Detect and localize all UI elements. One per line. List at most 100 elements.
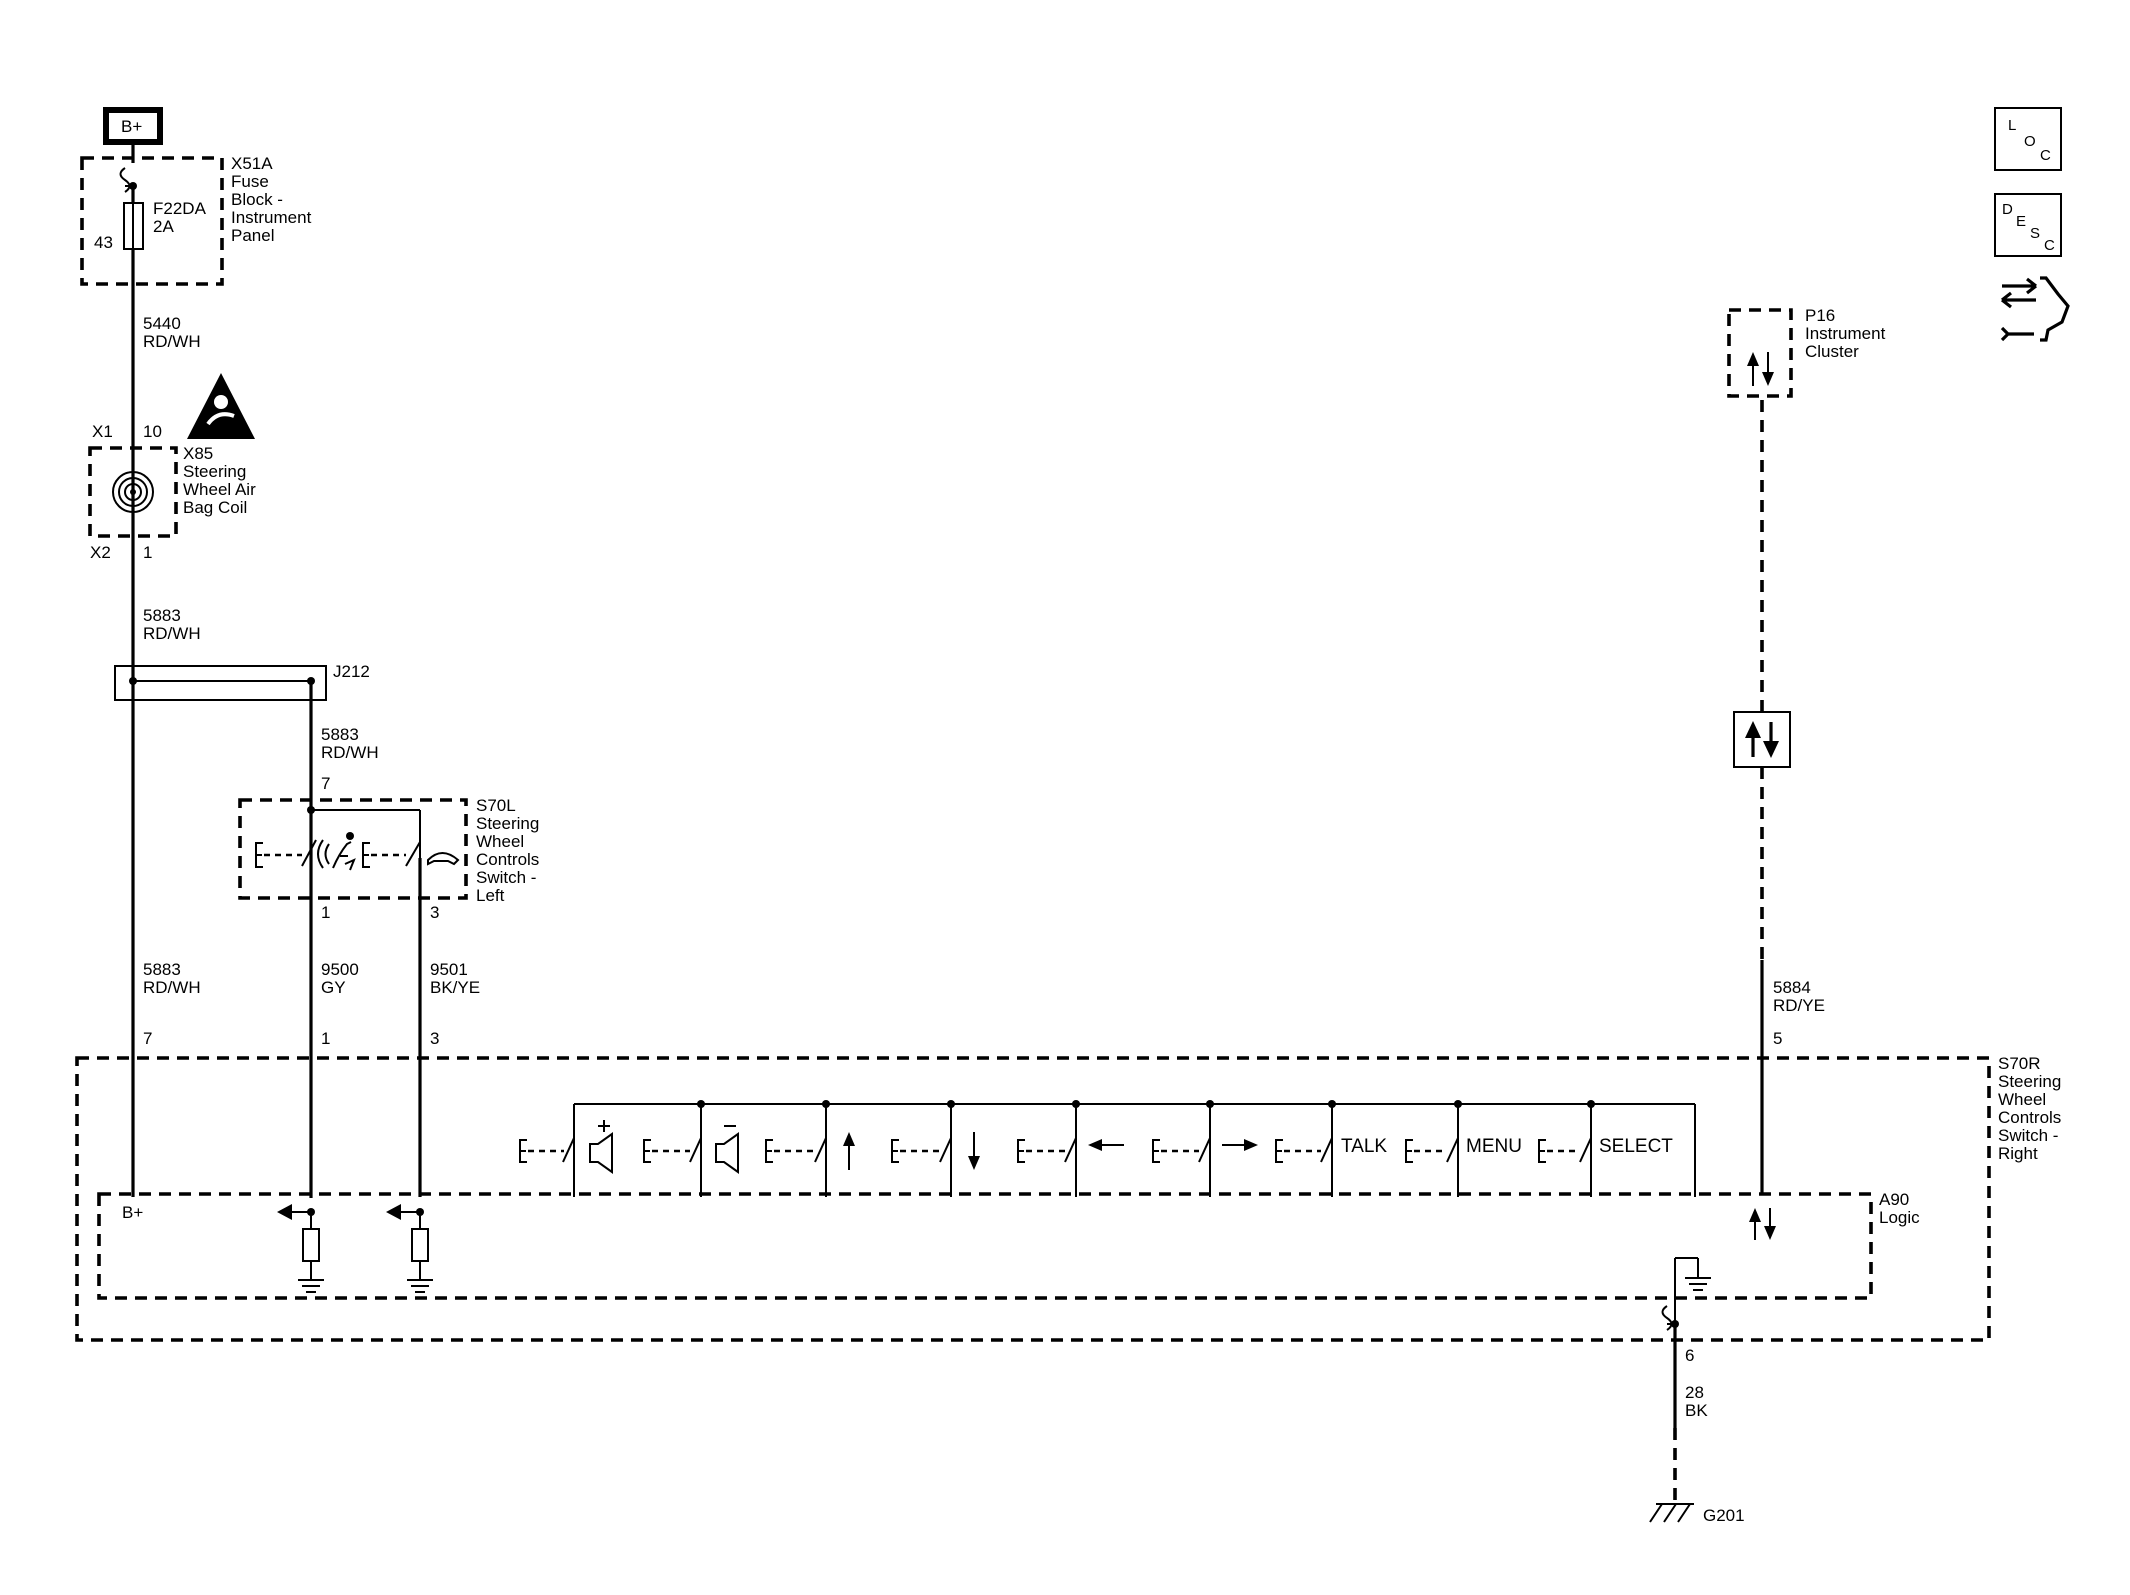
volume-down-icon [715,1125,739,1174]
left-switch-name-3: Controls [476,850,539,869]
arrow-up-button[interactable] [765,1100,855,1197]
desc-letter-2: E [2016,213,2026,230]
wire-5884-circuit: 5884 [1773,978,1811,997]
left-switch-name-4: Switch - [476,868,536,887]
left-switch-s70l[interactable] [238,798,468,900]
chassis-ground-icon [1685,1277,1711,1291]
ground-id: G201 [1703,1506,1745,1525]
logic-supply-label: B+ [122,1203,143,1222]
logic-id: A90 [1879,1190,1909,1209]
chassis-ground-icon [407,1279,433,1293]
desc-letter-4: C [2044,237,2055,254]
wire-5883-b-pin: 7 [321,774,330,793]
right-switch-name-2: Wheel [1998,1090,2046,1109]
right-switch-id: S70R [1998,1054,2041,1073]
location-icon[interactable]: L O C [1994,107,2062,171]
phone-hang-up-icon [427,852,460,866]
loc-letter-1: L [2008,117,2016,134]
wire-lower-1-color: RD/WH [143,978,201,997]
ground-color: BK [1685,1401,1708,1420]
splice-j212[interactable] [114,665,327,701]
talk-button[interactable]: TALK [1275,1100,1387,1197]
fuse-rating-label: 2A [153,217,174,236]
voice-recognition-icon [317,832,356,871]
wire-5884-pin: 5 [1773,1029,1782,1048]
battery-power-label: B+ [103,107,163,145]
left-switch-name-2: Wheel [476,832,524,851]
fuse-id-label: F22DA [153,199,207,218]
left-switch-name-5: Left [476,886,505,905]
cluster-id: P16 [1805,306,1835,325]
coil-conn-bottom: X2 [90,543,111,562]
menu-button[interactable]: MENU [1405,1100,1522,1197]
desc-letter-1: D [2002,201,2013,218]
select-label: SELECT [1599,1136,1673,1157]
fuse-block-name-2: Block - [231,190,283,209]
right-switch-name-3: Controls [1998,1108,2061,1127]
serial-data-icon [1747,352,1774,386]
arrow-down-button[interactable] [891,1100,980,1197]
left-switch-name-1: Steering [476,814,539,833]
wire-lower-3-pin: 3 [430,1029,439,1048]
wire-lower-1-pin: 7 [143,1029,152,1048]
cluster-name-1: Instrument [1805,324,1886,343]
wire-5884-color: RD/YE [1773,996,1825,1015]
logic-a90[interactable] [97,1192,1873,1300]
loc-letter-2: O [2024,133,2036,150]
left-switch-pin-1: 1 [321,903,330,922]
wire-lower-1-circuit: 5883 [143,960,181,979]
wire-5883-b-color: RD/WH [321,743,379,762]
wire-5883-b-circuit: 5883 [321,725,359,744]
fuse-block-x51a[interactable]: 43 F22DA 2A [80,156,224,286]
fuse-block-id: X51A [231,154,273,173]
left-switch-id: S70L [476,796,516,815]
arrow-right-icon [1222,1139,1258,1151]
loc-letter-3: C [2040,147,2051,164]
wire-lower-2-circuit: 9500 [321,960,359,979]
chassis-ground-icon [298,1279,324,1293]
arrow-down-icon [968,1132,980,1170]
arrow-left-icon [1088,1139,1124,1151]
fuse-block-name-1: Fuse [231,172,269,191]
coil-id: X85 [183,444,213,463]
wire-lower-2-color: GY [321,978,346,997]
volume-up-icon [589,1120,613,1174]
arrow-up-icon [843,1132,855,1170]
air-bag-warning-icon [187,373,255,439]
cluster-name-2: Cluster [1805,342,1859,361]
wire-5440-color: RD/WH [143,332,201,351]
right-switch-s70r[interactable] [75,1056,1991,1342]
arrow-right-button[interactable] [1152,1100,1258,1197]
menu-label: MENU [1466,1136,1522,1157]
air-bag-coil-x85[interactable] [88,446,178,538]
right-switch-name-4: Switch - [1998,1126,2058,1145]
ground-pin: 6 [1685,1346,1694,1365]
coil-name-3: Bag Coil [183,498,247,517]
volume-up-button[interactable] [519,1120,613,1174]
splice-id: J212 [333,662,370,681]
coil-name-2: Wheel Air [183,480,256,499]
internal-ground [1661,1257,1711,1331]
wire-5440-circuit: 5440 [143,314,181,333]
chassis-ground-icon [1649,1503,1694,1523]
input-circuit-9500 [277,1204,324,1293]
volume-down-button[interactable] [643,1100,739,1197]
select-button[interactable]: SELECT [1538,1100,1673,1197]
left-switch-pin-3: 3 [430,903,439,922]
wire-5883-a-circuit: 5883 [143,606,181,625]
ground-circuit: 28 [1685,1383,1704,1402]
coil-pin-bottom: 1 [143,543,152,562]
arrow-left-button[interactable] [1017,1100,1124,1197]
fuse-block-name-4: Panel [231,226,274,245]
input-circuit-9501 [386,1204,433,1293]
serial-data-icon [1733,711,1791,768]
instrument-cluster-p16[interactable] [1727,308,1793,398]
diagnostic-connector-icon[interactable] [2000,276,2070,342]
desc-letter-3: S [2030,225,2040,242]
serial-data-icon [1749,1208,1776,1240]
fuse-block-name-3: Instrument [231,208,312,227]
right-switch-name-1: Steering [1998,1072,2061,1091]
description-icon[interactable]: D E S C [1994,193,2062,257]
logic-name: Logic [1879,1208,1920,1227]
